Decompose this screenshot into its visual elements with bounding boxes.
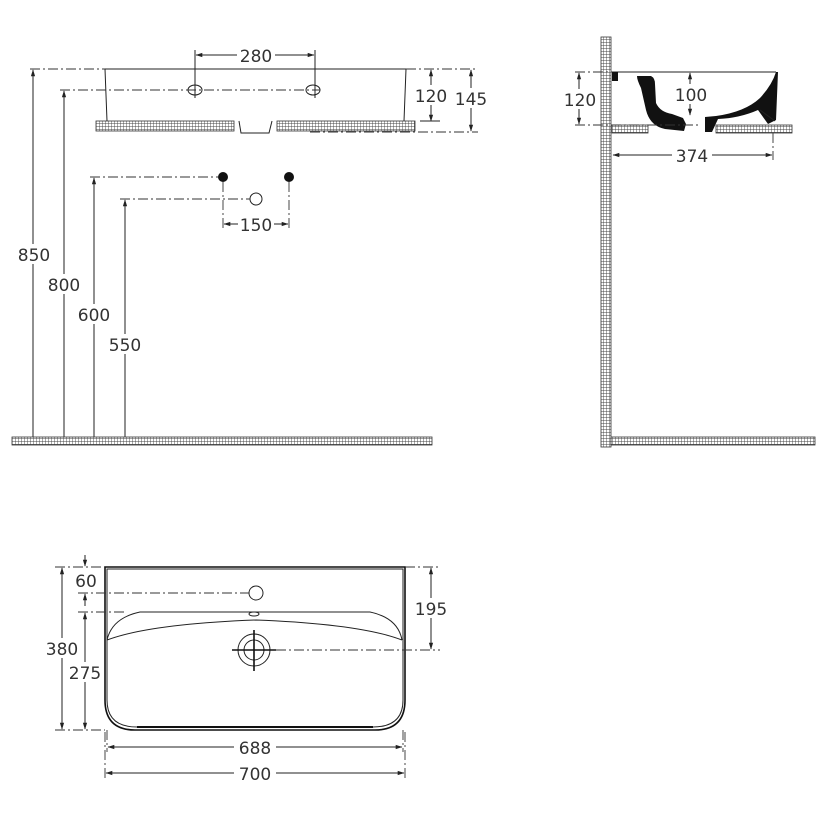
dim-projection: 374 (676, 147, 708, 167)
basin-outline (104, 566, 406, 731)
dim-drain-offset: 195 (415, 600, 447, 620)
dim-height-tap-holes: 800 (48, 276, 80, 296)
tap-hole (248, 585, 264, 601)
counter-right (276, 120, 416, 132)
water-supply-right (284, 172, 294, 182)
basin-section (612, 72, 778, 132)
dim-side-basin-height: 120 (564, 91, 596, 111)
dim-tap-hole-spacing: 280 (240, 47, 272, 67)
dim-height-waste: 550 (109, 336, 141, 356)
dim-overall-width: 700 (239, 765, 271, 785)
floor-front (11, 436, 433, 446)
dim-height-water-supply: 600 (78, 306, 110, 326)
water-supply-left (218, 172, 228, 182)
floor-side (610, 436, 816, 446)
dim-overall-height: 145 (455, 90, 487, 110)
counter-side-right (715, 124, 793, 134)
dim-inner-width: 688 (239, 739, 271, 759)
plan-view: 60 380 275 195 688 700 (44, 555, 449, 785)
basin-front-outline (104, 68, 407, 122)
counter-side-left (611, 124, 649, 134)
dim-depth-inner: 275 (69, 664, 101, 684)
dim-tap-hole-offset: 60 (75, 572, 97, 592)
counter-left (95, 120, 235, 132)
wall (600, 36, 612, 448)
dim-bowl-depth: 100 (675, 86, 707, 106)
side-view: 120 100 374 (562, 36, 816, 448)
dim-basin-height: 120 (415, 87, 447, 107)
waste-connection (249, 192, 263, 206)
dim-depth-total: 380 (46, 640, 78, 660)
dim-valve-spacing: 150 (240, 216, 272, 236)
waste-outlet (238, 120, 273, 134)
dim-height-top: 850 (18, 246, 50, 266)
front-view: 280 120 145 150 850 800 600 550 (11, 45, 489, 446)
overflow (248, 611, 260, 617)
